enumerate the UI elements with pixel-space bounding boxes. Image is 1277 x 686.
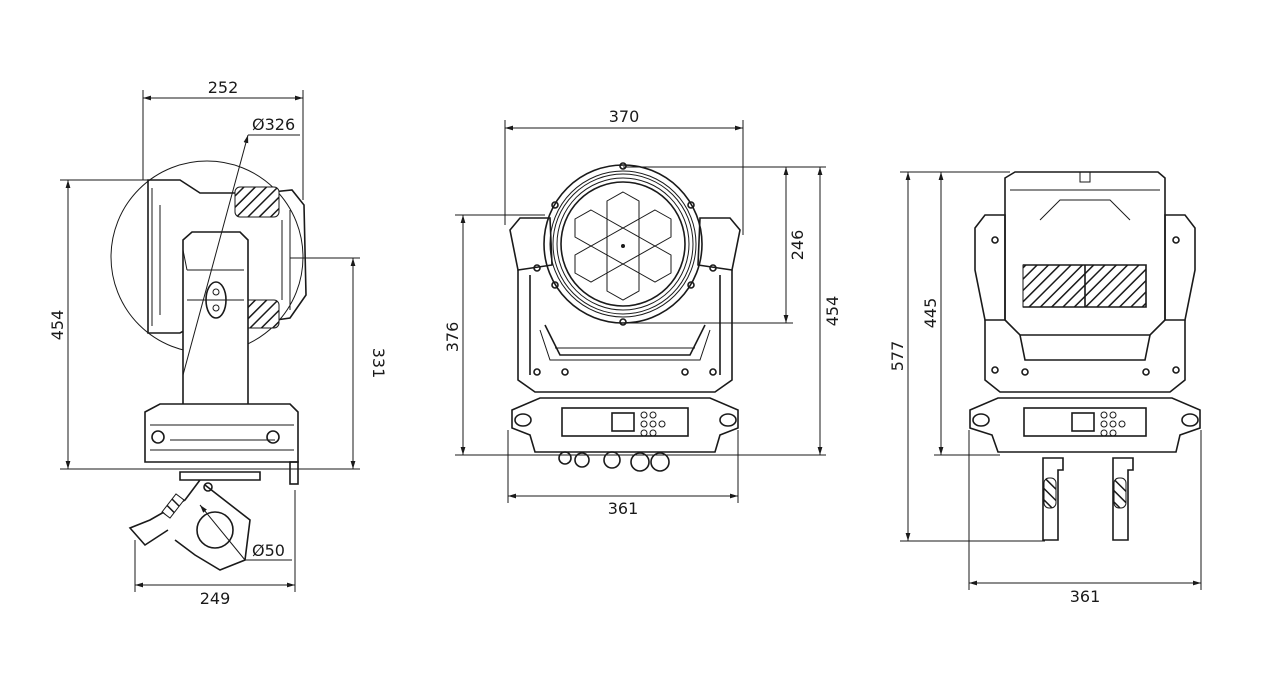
dim-front-width-base: 361 [608,499,639,518]
back-head [1004,171,1166,336]
side-base [144,403,299,463]
back-base [969,397,1201,453]
side-handle-top [234,186,280,218]
side-clamp [128,471,261,571]
back-view: 577 445 361 [888,171,1202,606]
dim-line-lens-dia [182,134,249,376]
front-yoke-lower [544,324,706,356]
dim-side-width-top: 252 [208,78,239,97]
side-base-details [150,424,294,451]
dim-side-lens-diameter: Ø326 [252,115,295,134]
front-control-panel [561,407,689,437]
side-yoke-knob [205,281,227,319]
dim-back-width-base: 361 [1070,587,1101,606]
front-yoke [509,217,741,271]
side-view: 252 Ø326 454 331 Ø50 249 [48,78,388,608]
back-yoke [974,214,1196,321]
dim-side-clamp-diameter: Ø50 [252,541,285,560]
dim-front-width-head: 370 [609,107,640,126]
dim-side-height-total: 454 [48,310,67,341]
side-head-details [151,188,291,326]
dim-back-height-total: 445 [921,298,940,329]
dim-front-height-arm: 376 [443,322,462,353]
back-clamps [1042,457,1134,541]
side-clamp-spring [161,493,185,519]
front-base [511,397,739,453]
back-control-panel [1023,407,1147,437]
front-yoke-sides [517,270,733,393]
dim-line-clamp-dia [199,504,246,561]
dim-front-height-lens: 246 [788,230,807,261]
front-view: 370 246 376 454 361 [443,107,842,518]
side-head-body [147,179,307,334]
dim-side-height-body: 331 [369,348,388,379]
front-lens-cells [574,191,672,301]
dim-back-height-clamps: 577 [888,341,907,372]
front-display [611,412,635,432]
side-clamp-tube [196,511,234,549]
dim-side-width-bottom: 249 [200,589,231,608]
side-yoke-details [182,249,244,301]
dim-front-height-total: 454 [823,296,842,327]
front-connectors [558,451,670,472]
